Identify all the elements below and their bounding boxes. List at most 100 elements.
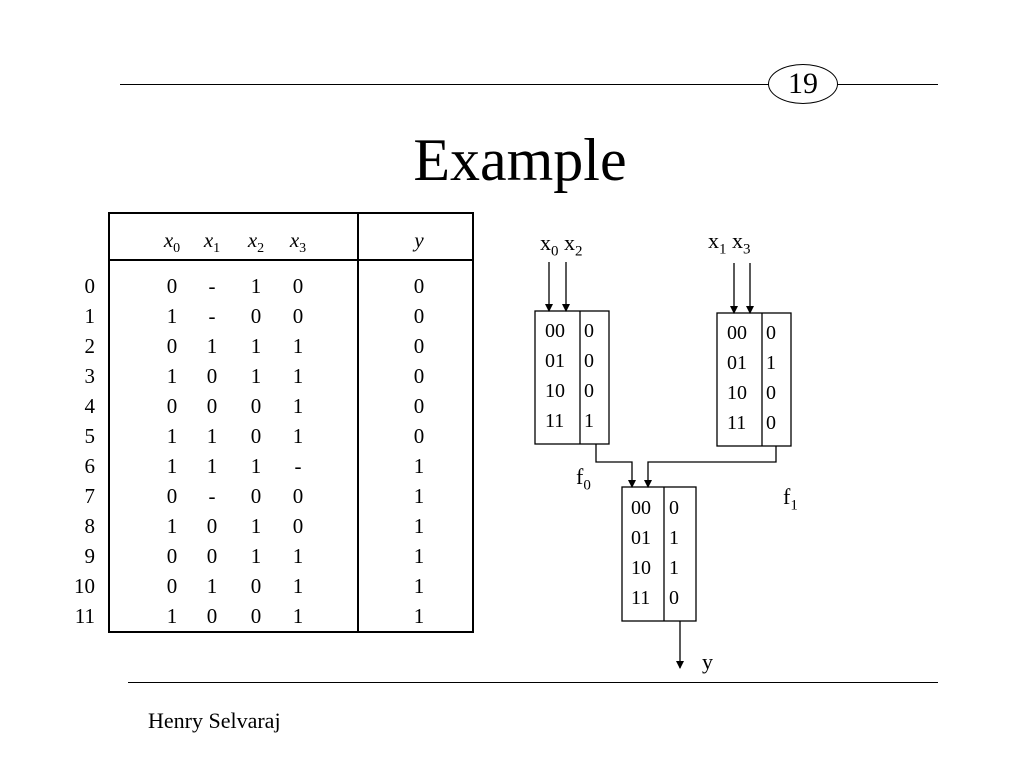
table-row-number: 3 — [84, 364, 96, 388]
table-divider-horizontal — [108, 259, 474, 261]
table-cell: 1 — [250, 544, 262, 568]
table-cell: 0 — [292, 484, 304, 508]
f1-block-code: 01 — [727, 352, 747, 374]
table-cell: 0 — [250, 424, 262, 448]
table-cell: - — [208, 484, 216, 508]
header-rule-left — [120, 84, 770, 85]
table-row-number: 0 — [84, 274, 96, 298]
table-cell: 0 — [166, 544, 178, 568]
footer-rule — [128, 682, 938, 683]
table-cell: 1 — [166, 604, 178, 628]
table-cell: 1 — [250, 364, 262, 388]
table-row-number: 4 — [84, 394, 96, 418]
out-block-value: 0 — [669, 497, 679, 519]
f1-block-code: 11 — [727, 412, 747, 434]
table-cell-y: 1 — [413, 544, 425, 568]
f1-block-value: 0 — [766, 322, 776, 344]
table-cell: 1 — [166, 304, 178, 328]
table-cell: 0 — [206, 394, 218, 418]
f0-label: f0 — [576, 464, 591, 494]
f1-block-value: 1 — [766, 352, 776, 374]
table-cell-y: 0 — [413, 394, 425, 418]
table-cell-y: 0 — [413, 304, 425, 328]
table-cell: 0 — [250, 304, 262, 328]
table-cell: 1 — [250, 454, 262, 478]
slide-title: Example — [413, 127, 627, 193]
table-cell: 1 — [166, 454, 178, 478]
table-row-number: 6 — [84, 454, 96, 478]
f0-block-code: 10 — [545, 380, 565, 402]
table-cell: 0 — [166, 574, 178, 598]
out-block-code: 11 — [631, 587, 651, 609]
table-divider-vertical — [357, 212, 359, 633]
table-cell: 1 — [292, 574, 304, 598]
f1-block — [716, 312, 792, 447]
footer-author: Henry Selvaraj — [148, 708, 281, 733]
table-row-number: 9 — [84, 544, 96, 568]
table-cell: 1 — [292, 364, 304, 388]
output-label: y — [702, 649, 713, 674]
out-block-value: 0 — [669, 587, 679, 609]
out-block-code: 10 — [631, 557, 651, 579]
table-cell: 1 — [292, 394, 304, 418]
table-cell: 0 — [206, 544, 218, 568]
table-cell: - — [294, 454, 302, 478]
table-row-number: 10 — [74, 574, 95, 598]
table-cell-y: 0 — [413, 364, 425, 388]
table-cell: 0 — [206, 514, 218, 538]
table-cell: 1 — [292, 334, 304, 358]
table-cell: - — [208, 274, 216, 298]
table-cell: 1 — [166, 514, 178, 538]
table-cell-y: 1 — [413, 484, 425, 508]
table-header-x1: x1 — [203, 228, 221, 257]
table-cell: - — [208, 304, 216, 328]
table-cell: 0 — [166, 484, 178, 508]
header-rule-right — [836, 84, 938, 85]
table-cell: 1 — [250, 274, 262, 298]
table-cell: 1 — [206, 424, 218, 448]
table-cell: 0 — [292, 514, 304, 538]
table-cell: 0 — [166, 274, 178, 298]
table-cell: 0 — [250, 604, 262, 628]
f0-block-code: 01 — [545, 350, 565, 372]
out-block-value: 1 — [669, 527, 679, 549]
table-cell-y: 0 — [413, 274, 425, 298]
f1-block-value: 0 — [766, 412, 776, 434]
table-cell: 1 — [292, 424, 304, 448]
table-cell: 1 — [166, 364, 178, 388]
table-row-number: 1 — [84, 304, 96, 328]
out-block-code: 01 — [631, 527, 651, 549]
table-cell-y: 0 — [413, 334, 425, 358]
table-cell: 1 — [250, 514, 262, 538]
table-cell: 1 — [292, 604, 304, 628]
table-row-number: 5 — [84, 424, 96, 448]
table-cell-y: 1 — [413, 604, 425, 628]
table-header-x2: x2 — [247, 228, 265, 257]
table-cell: 0 — [166, 334, 178, 358]
table-cell-y: 1 — [413, 514, 425, 538]
table-cell: 0 — [250, 484, 262, 508]
f1-block-value: 0 — [766, 382, 776, 404]
f1-block-code: 10 — [727, 382, 747, 404]
table-cell: 0 — [292, 304, 304, 328]
table-cell: 1 — [166, 424, 178, 448]
table-cell: 1 — [292, 544, 304, 568]
f0-block-value: 0 — [584, 320, 594, 342]
table-cell: 1 — [250, 334, 262, 358]
out-block-value: 1 — [669, 557, 679, 579]
table-cell: 0 — [206, 604, 218, 628]
table-cell-y: 1 — [413, 454, 425, 478]
table-header-y: y — [414, 228, 424, 252]
f0-block-value: 1 — [584, 410, 594, 432]
f1-to-output-wire — [644, 446, 777, 488]
table-row-number: 2 — [84, 334, 96, 358]
f0-block-value: 0 — [584, 350, 594, 372]
f0-block-code: 11 — [545, 410, 565, 432]
table-cell: 1 — [206, 334, 218, 358]
output-block — [621, 486, 697, 622]
table-header-x0: x0 — [163, 228, 181, 257]
table-cell: 1 — [206, 574, 218, 598]
table-header-x3: x3 — [289, 228, 307, 257]
table-cell-y: 0 — [413, 424, 425, 448]
